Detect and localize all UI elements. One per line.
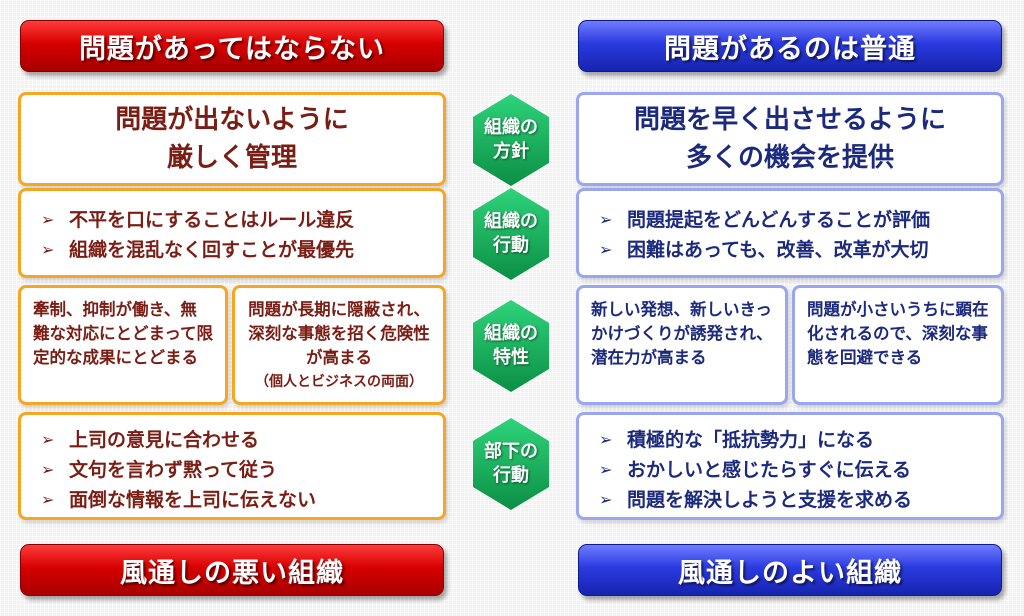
right-actions-box: ➢問題提起をどんどんすることが評価 ➢困難はあっても、改善、改革が大切 — [576, 188, 1004, 278]
right-subordinate-box: ➢積極的な「抵抗勢力」になる ➢おかしいと感じたらすぐに伝える ➢問題を解決しよ… — [576, 412, 1004, 520]
bullet-arrow-icon: ➢ — [41, 430, 55, 449]
list-item: ➢組織を混乱なく回すことが最優先 — [41, 235, 443, 265]
right-policy-box: 問題を早く出させるように 多くの機会を提供 — [576, 92, 1004, 186]
bullet-arrow-icon: ➢ — [599, 430, 613, 449]
label-hexagon-actions: 組織の行動 — [473, 188, 549, 280]
list-item: ➢文句を言わず黙って従う — [41, 455, 443, 485]
list-item: ➢問題を解決しようと支援を求める — [599, 485, 1001, 515]
label-hexagon-subordinate: 部下の行動 — [473, 418, 549, 510]
label-hexagon-traits: 組織の特性 — [473, 300, 549, 392]
left-trait-1-text: 牽制、抑制が働き、無難な対応にとどまって限定的な成果にとどまる — [33, 300, 214, 367]
left-trait-box-1: 牽制、抑制が働き、無難な対応にとどまって限定的な成果にとどまる — [18, 285, 228, 405]
right-subordinate-list: ➢積極的な「抵抗勢力」になる ➢おかしいと感じたらすぐに伝える ➢問題を解決しよ… — [599, 425, 1001, 515]
right-trait-2-text: 問題が小さいうちに顕在化されるので、深刻な事態を回避できる — [807, 300, 989, 367]
left-trait-box-2: 問題が長期に隠蔽され、深刻な事態を招く危険性が高まる （個人とビジネスの両面） — [232, 285, 446, 405]
list-item: ➢上司の意見に合わせる — [41, 425, 443, 455]
bullet-arrow-icon: ➢ — [41, 240, 55, 259]
list-item: ➢面倒な情報を上司に伝えない — [41, 485, 443, 515]
list-item: ➢困難はあっても、改善、改革が大切 — [599, 235, 1001, 265]
right-header-text: 問題があるのは普通 — [664, 33, 916, 65]
list-item: ➢積極的な「抵抗勢力」になる — [599, 425, 1001, 455]
right-policy-line-2: 多くの機会を提供 — [685, 143, 894, 173]
right-footer-banner: 風通しのよい組織 — [578, 544, 1002, 596]
bullet-arrow-icon: ➢ — [599, 210, 613, 229]
right-trait-box-1: 新しい発想、新しいきっかけづくりが誘発され、潜在力が高まる — [576, 285, 788, 405]
left-policy-box: 問題が出ないように 厳しく管理 — [18, 92, 446, 186]
list-item: ➢不平を口にすることはルール違反 — [41, 205, 443, 235]
left-footer-text: 風通しの悪い組織 — [120, 557, 344, 589]
left-footer-banner: 風通しの悪い組織 — [20, 544, 444, 596]
label-hexagon-policy: 組織の方針 — [473, 94, 549, 186]
right-footer-text: 風通しのよい組織 — [678, 557, 902, 589]
right-header-banner: 問題があるのは普通 — [578, 20, 1002, 72]
bullet-arrow-icon: ➢ — [41, 490, 55, 509]
bullet-arrow-icon: ➢ — [599, 490, 613, 509]
right-trait-1-text: 新しい発想、新しいきっかけづくりが誘発され、潜在力が高まる — [591, 300, 773, 367]
bullet-arrow-icon: ➢ — [599, 240, 613, 259]
right-policy-line-1: 問題を早く出させるように — [633, 105, 946, 135]
bullet-arrow-icon: ➢ — [599, 460, 613, 479]
left-subordinate-list: ➢上司の意見に合わせる ➢文句を言わず黙って従う ➢面倒な情報を上司に伝えない — [41, 425, 443, 515]
left-header-banner: 問題があってはならない — [20, 20, 444, 72]
left-trait-2-text: 問題が長期に隠蔽され、深刻な事態を招く危険性が高まる — [248, 300, 430, 367]
list-item: ➢問題提起をどんどんすることが評価 — [599, 205, 1001, 235]
right-trait-box-2: 問題が小さいうちに顕在化されるので、深刻な事態を回避できる — [792, 285, 1004, 405]
left-actions-list: ➢不平を口にすることはルール違反 ➢組織を混乱なく回すことが最優先 — [41, 205, 443, 265]
left-subordinate-box: ➢上司の意見に合わせる ➢文句を言わず黙って従う ➢面倒な情報を上司に伝えない — [18, 412, 446, 520]
list-item: ➢おかしいと感じたらすぐに伝える — [599, 455, 1001, 485]
left-trait-2-note: （個人とビジネスの両面） — [255, 374, 423, 390]
left-header-text: 問題があってはならない — [78, 33, 386, 65]
bullet-arrow-icon: ➢ — [41, 210, 55, 229]
right-actions-list: ➢問題提起をどんどんすることが評価 ➢困難はあっても、改善、改革が大切 — [599, 205, 1001, 265]
left-actions-box: ➢不平を口にすることはルール違反 ➢組織を混乱なく回すことが最優先 — [18, 188, 446, 278]
left-policy-line-1: 問題が出ないように — [115, 105, 349, 135]
bullet-arrow-icon: ➢ — [41, 460, 55, 479]
left-policy-line-2: 厳しく管理 — [166, 143, 297, 173]
